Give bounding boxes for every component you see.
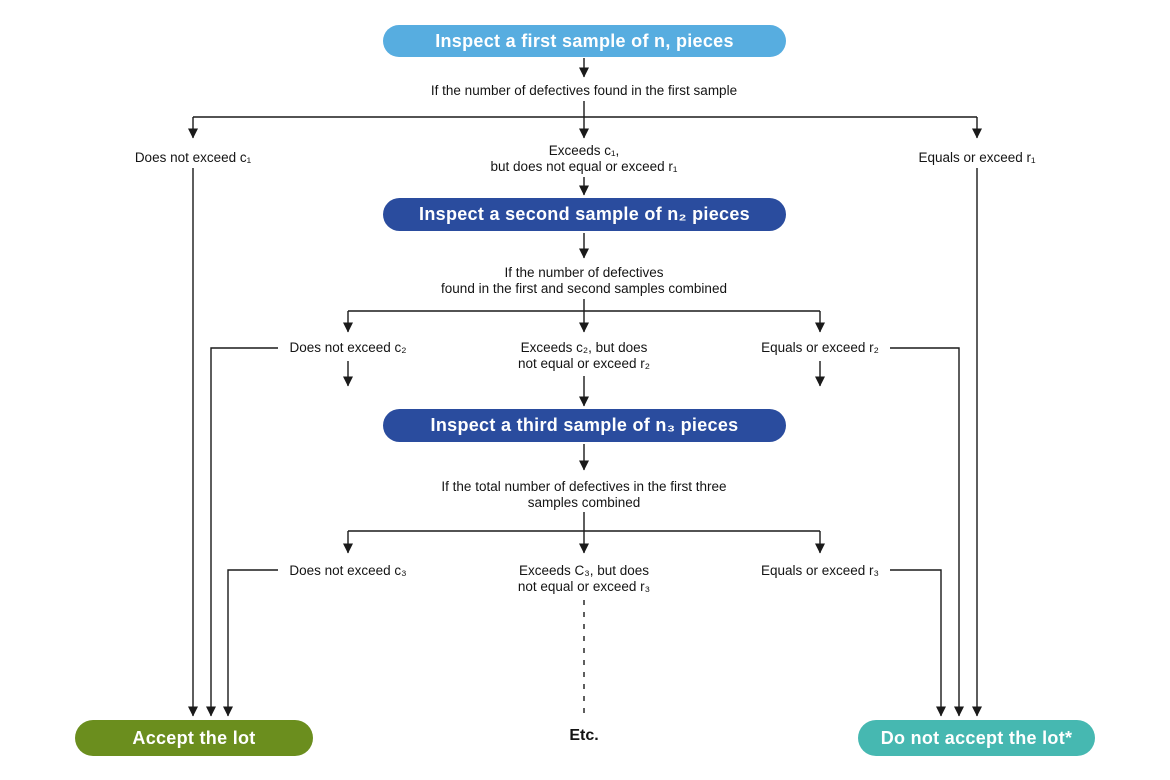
branch3-middle-label: Exceeds C₃, but does not equal or exceed…	[514, 563, 654, 595]
branch1-left-label: Does not exceed c₁	[131, 150, 255, 166]
first-sample-box: Inspect a first sample of n, pieces	[383, 25, 786, 57]
third-sample-box: Inspect a third sample of n₃ pieces	[383, 409, 786, 442]
branch2-middle-label: Exceeds c₂, but does not equal or exceed…	[514, 340, 654, 372]
second-sample-box: Inspect a second sample of n₂ pieces	[383, 198, 786, 231]
reject-lot-box: Do not accept the lot*	[858, 720, 1095, 756]
branch2-right-label: Equals or exceed r₂	[758, 340, 882, 356]
branch1-middle-label: Exceeds c₁, but does not equal or exceed…	[487, 143, 681, 175]
branch2-left-label: Does not exceed c₂	[286, 340, 410, 356]
etc-label: Etc.	[569, 727, 599, 744]
branch3-right-label: Equals or exceed r₃	[757, 563, 883, 579]
branch3-left-label: Does not exceed c₃	[286, 563, 410, 579]
question-second-sample: If the number of defectives found in the…	[438, 265, 730, 297]
question-first-sample: If the number of defectives found in the…	[427, 83, 741, 99]
accept-lot-box: Accept the lot	[75, 720, 313, 756]
branch1-right-label: Equals or exceed r₁	[915, 150, 1039, 166]
question-third-sample: If the total number of defectives in the…	[438, 479, 730, 511]
